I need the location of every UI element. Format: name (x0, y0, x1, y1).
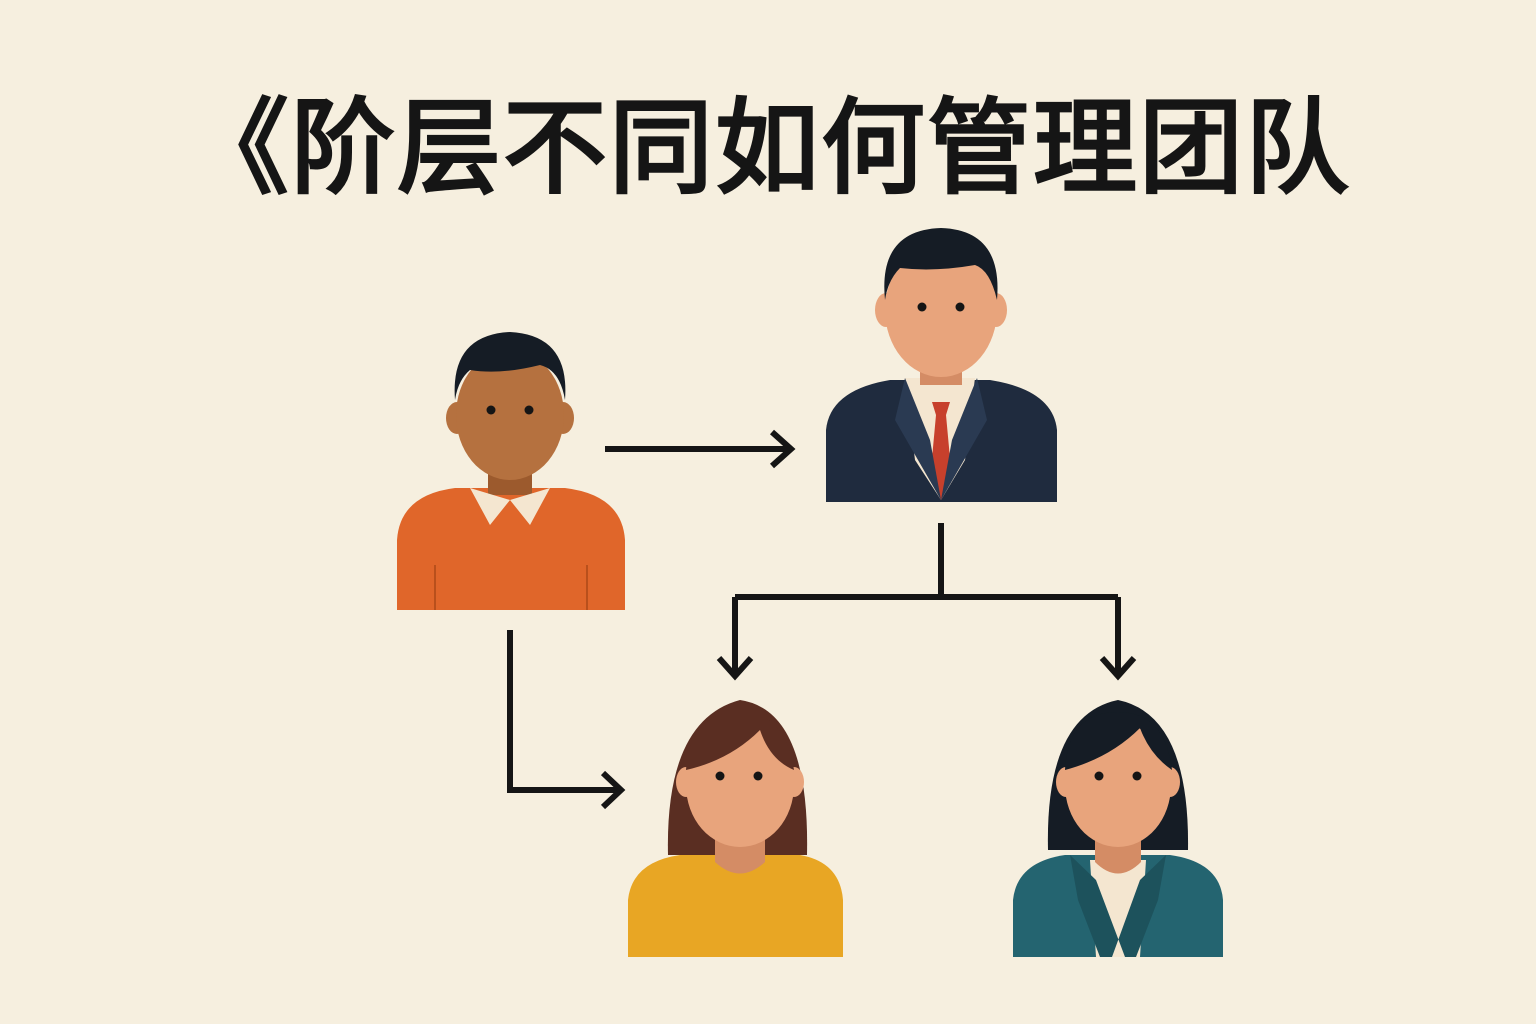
woman-teal-jacket-icon (1013, 700, 1223, 957)
page-title: 《阶层不同如何管理团队 (184, 87, 1351, 209)
arrow-employee-to-woman (507, 630, 626, 810)
woman-yellow-top-icon (628, 700, 843, 957)
man-suit-tie-icon (826, 228, 1057, 502)
man-orange-sweater-icon (397, 332, 625, 610)
arrow-employee-to-manager (605, 429, 796, 469)
arrow-manager-to-team (716, 523, 1137, 681)
